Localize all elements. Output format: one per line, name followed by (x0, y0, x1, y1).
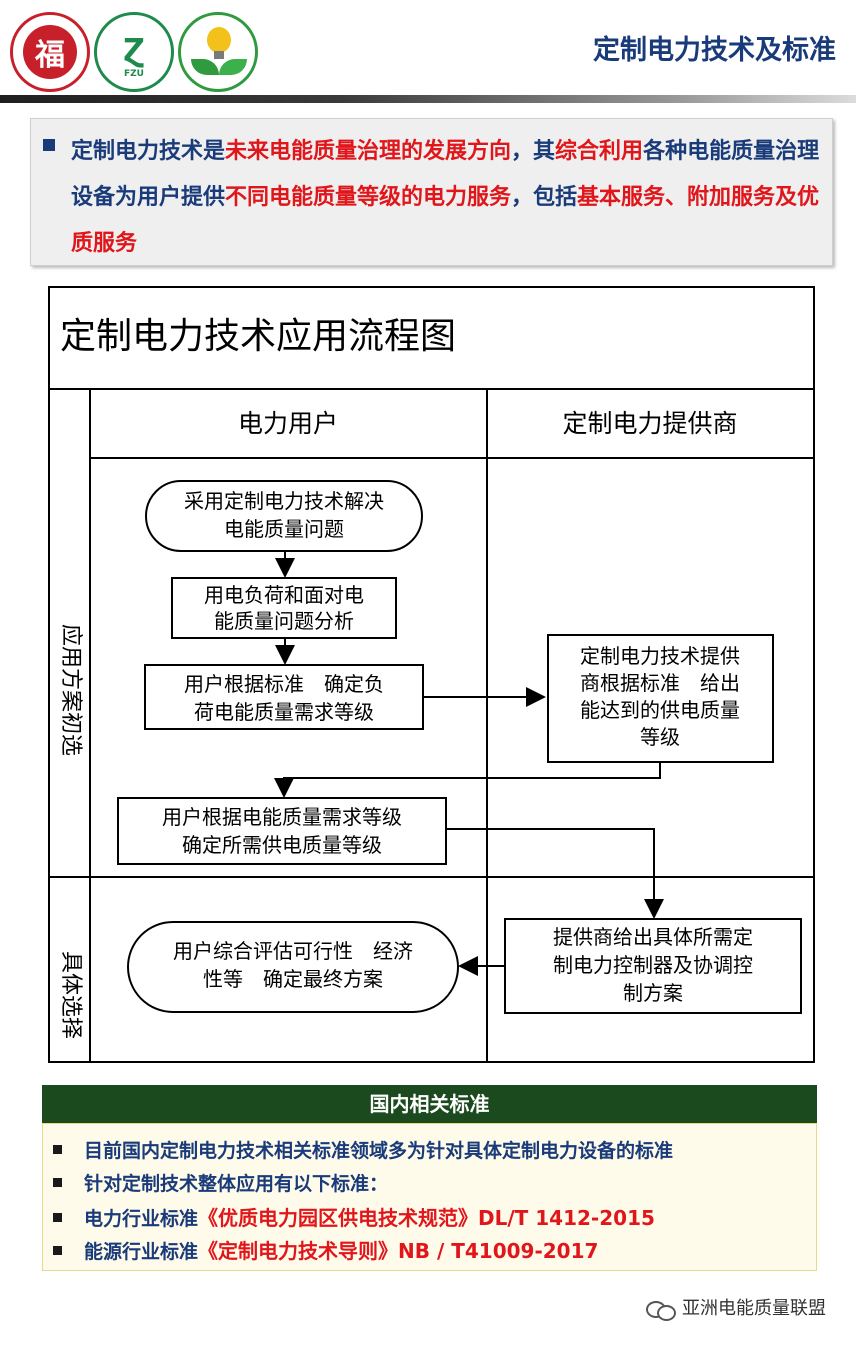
standard-item: 针对定制技术整体应用有以下标准： (53, 1169, 388, 1196)
row-label-initial: 应用方案初选 (58, 624, 83, 756)
university-logo-icon: 福 (10, 12, 90, 92)
standard-text: 能源行业标准 (84, 1241, 199, 1263)
standards-box: 目前国内定制电力技术相关标准领域多为针对具体定制电力设备的标准 针对定制技术整体… (42, 1123, 817, 1271)
intro-seg-highlight: 综合利用 (555, 139, 644, 164)
fzu-logo-icon: Ɀ FZU (94, 12, 174, 92)
footer-account: 亚洲电能质量联盟 (682, 1298, 826, 1319)
standard-highlight: 《定制电力技术导则》NB / T41009-2017 (198, 1239, 599, 1263)
node-final-line: 性等 确定最终方案 (203, 967, 383, 991)
node-user-level (144, 664, 424, 730)
node-user-confirm-line: 确定所需供电质量等级 (182, 833, 382, 857)
node-analyze-line: 用电负荷和面对电 (204, 583, 364, 607)
column-header-user: 电力用户 (238, 409, 338, 438)
node-provider-level-line: 等级 (640, 725, 680, 749)
node-provider-plan-line: 提供商给出具体所需定 (553, 925, 753, 949)
intro-box: 定制电力技术是未来电能质量治理的发展方向，其综合利用各种电能质量治理设备为用户提… (30, 118, 833, 266)
intro-seg-highlight: 基本服务、附加服务及优质服务 (71, 185, 820, 256)
node-provider-level-line: 商根据标准 给出 (580, 671, 740, 695)
standard-item: 目前国内定制电力技术相关标准领域多为针对具体定制电力设备的标准 (53, 1136, 673, 1163)
bullet-square-icon (43, 139, 55, 151)
intro-seg-highlight: 不同电能质量等级的电力服务 (225, 185, 512, 210)
node-provider-level-line: 能达到的供电质量 (580, 698, 740, 722)
node-provider-plan-line: 制电力控制器及协调控 (553, 953, 753, 977)
intro-seg: 定制电力技术是 (71, 139, 226, 164)
standard-item: 电力行业标准《优质电力园区供电技术规范》DL/T 1412-2015 (53, 1202, 655, 1231)
node-final-line: 用户综合评估可行性 经济 (173, 939, 413, 963)
intro-seg: ，包括 (511, 185, 578, 210)
node-provider-level-line: 定制电力技术提供 (580, 644, 740, 668)
node-start-line: 采用定制电力技术解决 (184, 489, 384, 513)
bullet-square-icon (53, 1213, 62, 1222)
node-user-level-line: 用户根据标准 确定负 (184, 672, 384, 696)
standard-text: 目前国内定制电力技术相关标准领域多为针对具体定制电力设备的标准 (84, 1140, 674, 1162)
bullet-square-icon (53, 1246, 62, 1255)
standard-highlight: 《优质电力园区供电技术规范》DL/T 1412-2015 (198, 1206, 655, 1230)
node-provider-plan (504, 918, 802, 1014)
intro-text: 定制电力技术是未来电能质量治理的发展方向，其综合利用各种电能质量治理设备为用户提… (71, 129, 821, 267)
column-header-provider: 定制电力提供商 (562, 409, 737, 438)
node-start (145, 480, 423, 552)
page-title: 定制电力技术及标准 (593, 35, 836, 66)
wechat-icon (646, 1299, 676, 1321)
row-label-selection: 具体选择 (58, 951, 83, 1039)
node-provider-level (547, 634, 774, 763)
node-analyze (171, 577, 397, 639)
node-analyze-line: 能质量问题分析 (214, 609, 354, 633)
node-user-confirm (117, 797, 447, 865)
intro-seg-highlight: 未来电能质量治理的发展方向 (225, 139, 512, 164)
bullet-square-icon (53, 1145, 62, 1154)
intro-seg: ，其 (511, 139, 556, 164)
flowchart-title: 定制电力技术应用流程图 (60, 316, 456, 357)
logo-fzu-text: FZU (124, 69, 144, 79)
logo-character: 福 (23, 25, 77, 79)
node-provider-plan-line: 制方案 (623, 981, 683, 1005)
standards-heading: 国内相关标准 (42, 1085, 817, 1123)
intro-seg: 各种电能质量治理设备为用户提供 (71, 139, 820, 210)
node-user-level-line: 荷电能质量需求等级 (194, 700, 374, 724)
node-user-confirm-line: 用户根据电能质量需求等级 (162, 805, 402, 829)
standard-item: 能源行业标准《定制电力技术导则》NB / T41009-2017 (53, 1235, 598, 1264)
lightbulb-leaf-logo-icon (178, 12, 258, 92)
node-final (127, 921, 459, 1013)
standard-text: 电力行业标准 (84, 1208, 199, 1230)
standard-text: 针对定制技术整体应用有以下标准： (84, 1173, 389, 1195)
bullet-square-icon (53, 1178, 62, 1187)
node-start-line: 电能质量问题 (224, 517, 344, 541)
footer-watermark: 亚洲电能质量联盟 (646, 1294, 826, 1321)
header-divider (0, 95, 856, 103)
